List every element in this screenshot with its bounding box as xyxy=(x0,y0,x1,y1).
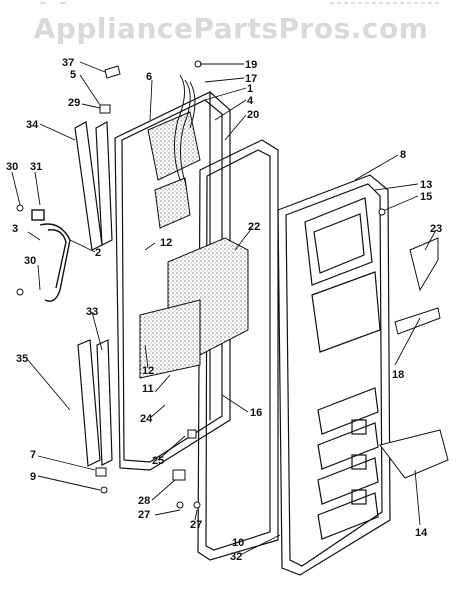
callout-12-top: 12 xyxy=(160,237,172,249)
callout-7: 7 xyxy=(30,449,36,461)
callout-19: 19 xyxy=(245,59,257,71)
callout-2: 2 xyxy=(95,247,101,259)
callout-6: 6 xyxy=(146,71,152,83)
small-parts xyxy=(16,60,449,509)
callout-4: 4 xyxy=(247,95,254,107)
callout-31: 31 xyxy=(30,161,42,173)
callout-20: 20 xyxy=(247,109,259,121)
callout-33: 33 xyxy=(86,306,98,318)
callout-13: 13 xyxy=(420,179,432,191)
callout-8: 8 xyxy=(400,149,406,161)
callout-27-left: 27 xyxy=(138,509,150,521)
callout-9: 9 xyxy=(30,471,36,483)
wire-harness xyxy=(174,74,196,186)
door-liner xyxy=(277,174,391,576)
callout-12-bottom: 12 xyxy=(142,365,154,377)
door-handle xyxy=(31,209,71,302)
callout-37: 37 xyxy=(62,57,74,69)
callout-labels: 37 5 29 34 6 19 17 1 4 20 30 31 3 30 2 1… xyxy=(6,57,442,563)
callout-30-bottom: 30 xyxy=(24,255,36,267)
callout-22: 22 xyxy=(248,221,260,233)
callout-27-right: 27 xyxy=(190,519,202,531)
callout-14: 14 xyxy=(415,527,428,539)
callout-16: 16 xyxy=(250,407,262,419)
watermark: AppliancePartsPros.com xyxy=(33,12,429,45)
callout-17: 17 xyxy=(245,73,257,85)
callout-29: 29 xyxy=(68,97,80,109)
callout-18: 18 xyxy=(392,369,404,381)
callout-30-top: 30 xyxy=(6,161,18,173)
callout-23: 23 xyxy=(430,223,442,235)
door-gasket xyxy=(197,139,279,561)
callout-10: 10 xyxy=(232,537,244,549)
callout-24: 24 xyxy=(140,413,153,425)
callout-25: 25 xyxy=(152,455,164,467)
leader-lines xyxy=(11,61,437,556)
callout-1: 1 xyxy=(247,83,253,95)
callout-28: 28 xyxy=(138,495,150,507)
callout-5: 5 xyxy=(70,69,76,81)
callout-34: 34 xyxy=(26,119,39,131)
trim-strips xyxy=(74,121,113,467)
callout-32: 32 xyxy=(230,551,242,563)
callout-35: 35 xyxy=(16,353,28,365)
callout-11: 11 xyxy=(142,383,154,395)
callout-15: 15 xyxy=(420,191,432,203)
callout-3: 3 xyxy=(12,223,18,235)
insulation-block xyxy=(139,111,249,379)
